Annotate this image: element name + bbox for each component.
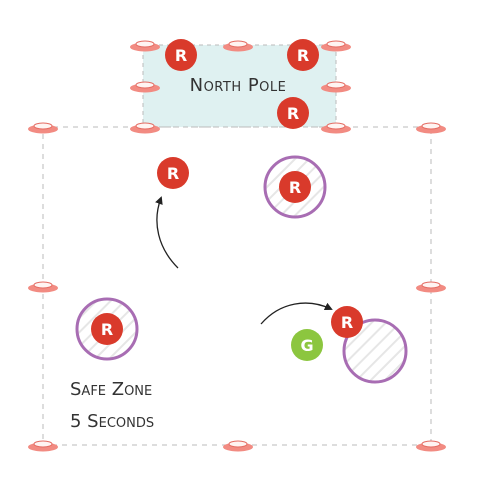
red-player-letter: R bbox=[175, 46, 187, 65]
cone-icon bbox=[416, 122, 446, 134]
red-player: R bbox=[277, 97, 309, 129]
green-player-letter: G bbox=[300, 336, 313, 355]
cone-icon bbox=[223, 40, 253, 52]
north-pole-label: North Pole bbox=[190, 75, 287, 96]
cone-icon bbox=[321, 40, 351, 52]
red-player: R bbox=[157, 157, 189, 189]
red-player: R bbox=[279, 171, 311, 203]
cone-icon bbox=[130, 81, 160, 93]
cone-icon bbox=[28, 281, 58, 293]
cone-icon bbox=[321, 122, 351, 134]
red-player-letter: R bbox=[341, 313, 353, 332]
cone-icon bbox=[130, 40, 160, 52]
cone-icon bbox=[416, 440, 446, 452]
red-player-letter: R bbox=[297, 46, 309, 65]
red-player: R bbox=[165, 39, 197, 71]
red-player: R bbox=[331, 306, 363, 338]
cone-icon bbox=[416, 281, 446, 293]
cone-icon bbox=[28, 440, 58, 452]
safe-zone-duration: 5 Seconds bbox=[70, 411, 154, 432]
cone-icon bbox=[223, 440, 253, 452]
red-player-letter: R bbox=[167, 164, 179, 183]
red-player: R bbox=[287, 39, 319, 71]
target-circle-right bbox=[342, 318, 408, 384]
green-player: G bbox=[291, 329, 323, 361]
red-player: R bbox=[91, 313, 123, 345]
arrow-icon bbox=[260, 302, 333, 325]
red-player-letter: R bbox=[101, 320, 113, 339]
arrow-icon bbox=[155, 196, 179, 269]
cone-icon bbox=[130, 122, 160, 134]
safe-zone-label: Safe Zone bbox=[70, 379, 152, 400]
cone-icon bbox=[28, 122, 58, 134]
red-player-letter: R bbox=[289, 178, 301, 197]
cone-icon bbox=[321, 81, 351, 93]
red-player-letter: R bbox=[287, 104, 299, 123]
